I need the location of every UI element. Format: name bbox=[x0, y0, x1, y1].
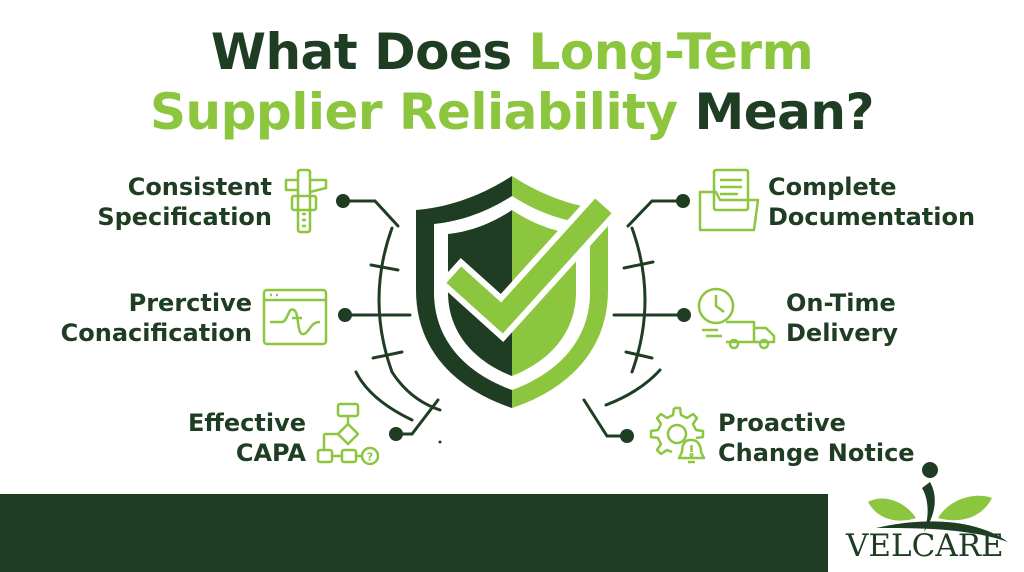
left-arc-1 bbox=[377, 226, 394, 374]
item-line1: On-Time bbox=[786, 289, 896, 317]
dot-left-top bbox=[336, 194, 350, 208]
title-highlight-2: Supplier Reliability bbox=[150, 83, 678, 141]
dot-right-top bbox=[676, 194, 690, 208]
clock-truck-icon bbox=[697, 287, 776, 350]
connector-dots bbox=[336, 194, 691, 443]
svg-text:?: ? bbox=[367, 451, 373, 464]
item-line1: Effective bbox=[188, 409, 306, 437]
item-line2: Conacification bbox=[60, 319, 252, 347]
connector-lines bbox=[341, 199, 686, 444]
right-arc-2 bbox=[604, 368, 662, 407]
connector-right-bottom bbox=[582, 398, 628, 438]
footer-bar bbox=[0, 494, 828, 572]
caliper-icon bbox=[284, 168, 328, 234]
item-line2: Documentation bbox=[768, 203, 976, 231]
shield-check-icon bbox=[416, 176, 621, 408]
dot-left-mid bbox=[338, 308, 352, 322]
item-on-time-delivery: On-Time Delivery bbox=[786, 288, 986, 348]
item-line2: Delivery bbox=[786, 319, 899, 347]
left-arc-2 bbox=[354, 370, 414, 422]
item-prerctive-conacification: Prerctive Conacification bbox=[40, 288, 252, 348]
item-line2: Change Notice bbox=[718, 439, 915, 467]
item-line1: Complete bbox=[768, 173, 897, 201]
signal-chart-icon bbox=[262, 288, 328, 346]
connector-left-top bbox=[341, 199, 400, 228]
folder-documents-icon bbox=[698, 168, 760, 232]
item-line2: Specification bbox=[97, 203, 272, 231]
item-line2: CAPA bbox=[235, 439, 306, 467]
right-arc-1 bbox=[630, 226, 647, 374]
dot-right-mid bbox=[677, 308, 691, 322]
connector-right-top bbox=[626, 199, 685, 228]
item-proactive-change-notice: Proactive Change Notice bbox=[718, 408, 950, 468]
item-line1: Consistent bbox=[127, 173, 272, 201]
title-part2: Mean? bbox=[677, 83, 874, 141]
connector-left-bottom bbox=[394, 398, 440, 436]
item-line1: Proactive bbox=[718, 409, 846, 437]
velcare-logo-text: VELCARE bbox=[846, 528, 1004, 564]
velcare-person-leaves-icon bbox=[868, 462, 1008, 542]
page-title: What Does Long-Term Supplier Reliability… bbox=[0, 22, 1024, 142]
title-highlight-1: Long-Term bbox=[528, 23, 814, 81]
gear-alert-icon bbox=[649, 406, 706, 464]
item-effective-capa: Effective CAPA bbox=[110, 408, 306, 468]
dot-right-bottom bbox=[620, 429, 634, 443]
flowchart-icon: ? bbox=[316, 402, 380, 466]
item-complete-documentation: Complete Documentation bbox=[768, 172, 1008, 232]
item-consistent-specification: Consistent Specification bbox=[70, 172, 272, 232]
dot-left-bottom bbox=[389, 427, 403, 441]
item-line1: Prerctive bbox=[128, 289, 252, 317]
title-part1: What Does bbox=[210, 23, 529, 81]
